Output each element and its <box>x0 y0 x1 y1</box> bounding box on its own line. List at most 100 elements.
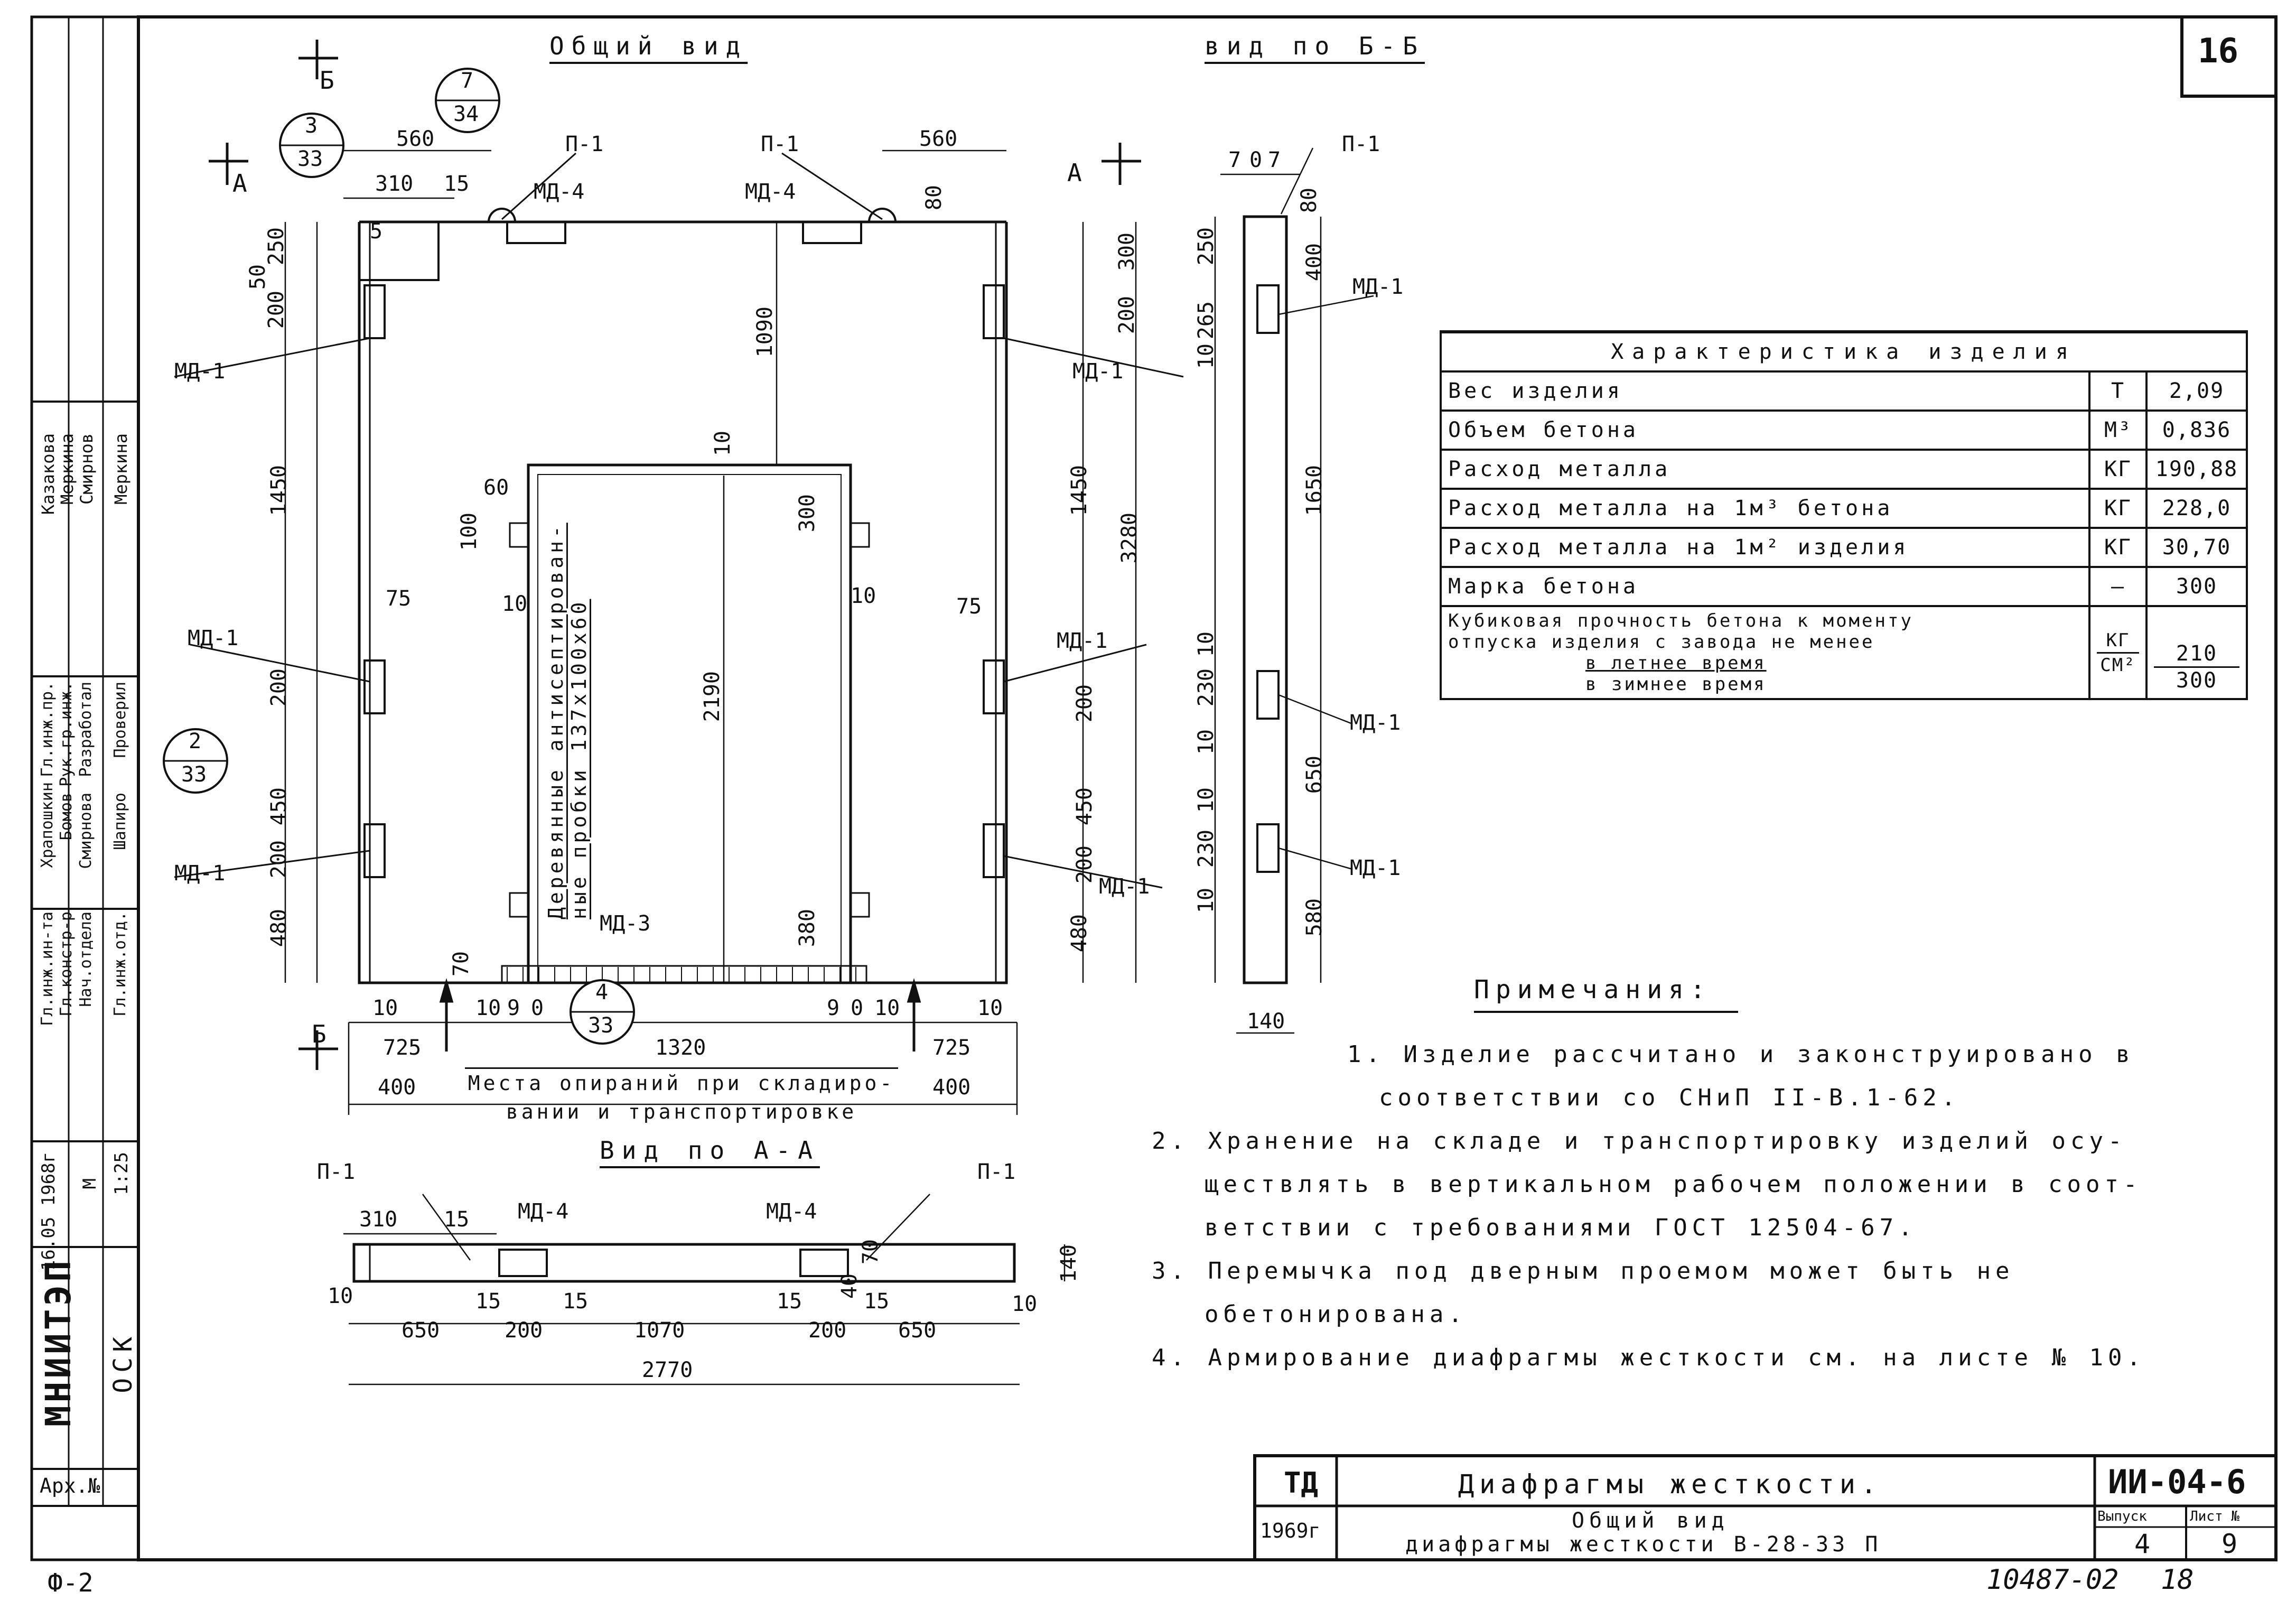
label-md3: МД-3 <box>600 911 651 936</box>
dim-10-door-left: 10 <box>502 592 528 616</box>
aa-dim-310: 310 <box>359 1207 398 1232</box>
aa-dim-40: 40 <box>837 1273 862 1299</box>
label-md1-1: МД-1 <box>174 359 226 384</box>
row-unit: КГ <box>2088 449 2148 490</box>
callout-1-top: 3 <box>305 114 318 138</box>
dim-300-door: 300 <box>795 494 819 533</box>
notes-list: 1. Изделие рассчитано и законструировано… <box>1152 1033 2251 1380</box>
row-unit: — <box>2088 566 2148 607</box>
bb-label-p1: П-1 <box>1342 132 1380 156</box>
stamp-role2-1: Гл.инж.пр. <box>38 682 57 777</box>
dim-15-top: 15 <box>444 172 470 196</box>
bb-dim-1650: 1650 <box>1302 465 1327 516</box>
table-row: Расход металла на 1м² изделия КГ 30,70 <box>1440 527 2248 568</box>
note-line: 4. Армирование диафрагмы жесткости см. н… <box>1152 1344 2145 1371</box>
dim-1090: 1090 <box>753 306 777 358</box>
stamp-role2-4: Проверил <box>111 682 129 758</box>
bb-dim-230-low: 230 <box>1194 830 1218 868</box>
title-block-code: ИИ-04-6 <box>2108 1463 2246 1501</box>
dim-480-right: 480 <box>1067 914 1091 953</box>
dim-725-left: 725 <box>383 1036 422 1060</box>
stamp-name-left-3: Смирнова <box>77 793 95 869</box>
stamp-name-right-3: Смирнов <box>77 433 97 505</box>
dim-250: 250 <box>264 227 288 266</box>
table-row-strength: Кубиковая прочность бетона к моменту отп… <box>1440 605 2248 700</box>
stamp-dept: ОСК <box>108 1332 138 1393</box>
dim-5: 5 <box>370 219 383 244</box>
stamp-role-2: Гл.констр-р <box>57 911 76 1017</box>
strength-unit-bottom: СМ² <box>2097 652 2139 677</box>
dim-0-r: 0 <box>851 996 864 1020</box>
dim-1450-left: 1450 <box>267 465 291 516</box>
aa-dim-1070: 1070 <box>634 1318 685 1343</box>
label-md1-5: МД-1 <box>1057 629 1108 653</box>
dim-310: 310 <box>375 172 414 196</box>
label-md4-2: МД-4 <box>745 180 796 204</box>
dim-50: 50 <box>246 264 270 290</box>
row-value: 228,0 <box>2145 488 2248 529</box>
bb-dim-0: 0 <box>1249 148 1263 172</box>
bb-dim-80: 80 <box>1297 188 1321 213</box>
aa-dim-10-right: 10 <box>1012 1292 1038 1316</box>
stamp-role-1: Гл.инж.ин-та <box>38 911 57 1026</box>
dim-9-r: 9 <box>827 996 840 1020</box>
table-row: Объем бетона М³ 0,836 <box>1440 410 2248 451</box>
dim-10-br: 10 <box>977 996 1003 1020</box>
bb-label-md1-3: МД-1 <box>1350 856 1401 880</box>
row-value: 30,70 <box>2145 527 2248 568</box>
dim-60: 60 <box>483 476 509 500</box>
dim-200-low: 200 <box>267 840 291 879</box>
footer-page: 18 <box>2161 1564 2194 1596</box>
bb-dim-580: 580 <box>1302 898 1327 937</box>
stamp-archive: Арх.№ <box>40 1474 100 1497</box>
note-line: ветствии с требованиями ГОСТ 12504-67. <box>1205 1214 1917 1241</box>
title-block-subtitle1: Общий вид <box>1572 1509 1729 1533</box>
label-md1-4: МД-1 <box>1072 359 1124 384</box>
row-value: 0,836 <box>2145 410 2248 451</box>
stamp-name-right-4: Меркина <box>111 433 131 505</box>
dim-560-left: 560 <box>396 127 435 151</box>
aa-view-title: Вид по А-А <box>600 1136 820 1165</box>
stamp-scale-label: М <box>79 1178 100 1189</box>
row-unit: КГ <box>2088 527 2148 568</box>
bb-dim-7b: 7 <box>1268 148 1281 172</box>
dim-200-right-top: 200 <box>1115 296 1139 334</box>
general-view-drawing <box>163 40 1184 1115</box>
aa-label-md4-left: МД-4 <box>518 1199 569 1224</box>
dim-560-right: 560 <box>919 127 958 151</box>
title-block-lines <box>1253 1454 2278 1561</box>
bb-dim-400: 400 <box>1302 243 1327 282</box>
strength-winter-value: 300 <box>2176 668 2218 693</box>
table-row: Расход металла на 1м³ бетона КГ 228,0 <box>1440 488 2248 529</box>
bb-label-md1-2: МД-1 <box>1350 711 1401 735</box>
dim-75-right: 75 <box>956 594 982 619</box>
wooden-plugs-note: Деревянные антисептирован-ные пробки 137… <box>544 523 591 919</box>
label-p1-1: П-1 <box>565 132 604 156</box>
row-value: 2,09 <box>2145 370 2248 412</box>
stamp-name-right-2: Меркина <box>57 433 77 505</box>
sheet-number: 16 <box>2198 32 2239 71</box>
aa-dim-200-left: 200 <box>505 1318 543 1343</box>
aa-dim-15-b: 15 <box>563 1289 589 1314</box>
dim-9-l: 9 <box>507 996 520 1020</box>
dim-450-left: 450 <box>267 787 291 826</box>
dim-3280: 3280 <box>1117 513 1142 564</box>
bb-dim-10-mid: 10 <box>1194 631 1218 657</box>
title-block-title: Диафрагмы жесткости. <box>1458 1469 1882 1500</box>
stamp-institute: МНИИТЭП <box>38 1258 79 1427</box>
footer-form: Ф-2 <box>48 1568 94 1598</box>
table-row: Расход металла КГ 190,88 <box>1440 449 2248 490</box>
aa-label-p1-left: П-1 <box>317 1160 356 1184</box>
row-name: Расход металла <box>1440 449 2090 490</box>
callout-2-bottom: 34 <box>453 102 479 126</box>
bb-dim-230-top: 230 <box>1194 668 1218 707</box>
label-md4-1: МД-4 <box>534 180 585 204</box>
aa-dim-15-a: 15 <box>475 1289 501 1314</box>
section-mark-b-bottom: Б <box>312 1020 326 1048</box>
dim-10-bl: 10 <box>372 996 398 1020</box>
strength-line1: Кубиковая прочность бетона к моменту <box>1448 610 1914 631</box>
aa-view-drawing <box>343 1194 1066 1385</box>
aa-dim-200-right: 200 <box>808 1318 847 1343</box>
bb-dim-650: 650 <box>1302 756 1327 794</box>
note-line: соответствии со СНиП II-В.1-62. <box>1379 1084 1961 1111</box>
